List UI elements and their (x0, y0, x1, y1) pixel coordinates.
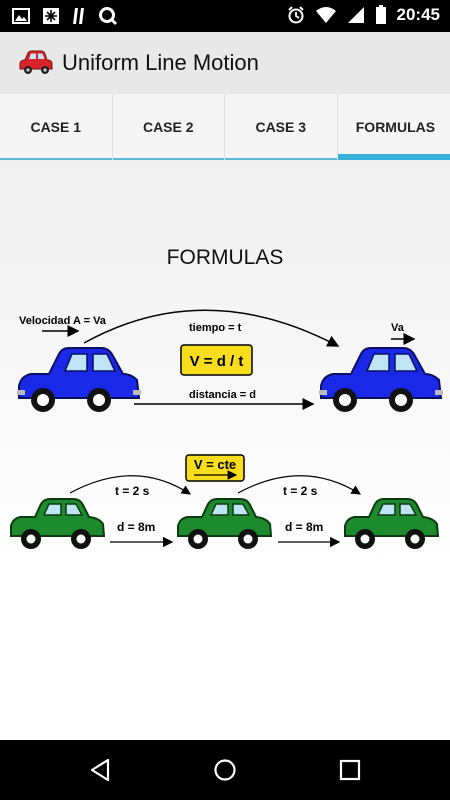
time-arc (83, 309, 340, 347)
distancia-label: distancia = d (189, 389, 256, 401)
v-cte-text: V = cte (194, 457, 236, 472)
tab-case-3[interactable]: CASE 3 (225, 94, 338, 160)
image-icon (12, 8, 30, 24)
wifi-icon (315, 7, 336, 23)
time-arc-1 (69, 475, 192, 495)
tab-label: CASE 3 (255, 119, 307, 135)
home-icon[interactable] (213, 758, 237, 782)
blue-car-end (318, 347, 444, 413)
velocity-a-label: Velocidad A = Va (19, 315, 107, 327)
tab-label: FORMULAS (355, 118, 436, 135)
formula-text: V = d / t (190, 353, 244, 370)
green-car-2 (177, 498, 272, 550)
tiempo-label: tiempo = t (189, 322, 242, 334)
app-icon (73, 8, 84, 24)
time-arc-2 (237, 475, 362, 495)
app-title: Uniform Line Motion (62, 50, 259, 75)
time-label-1: t = 2 s (115, 484, 150, 498)
tab-indicator-active (337, 154, 450, 160)
app-bar: Uniform Line Motion (0, 32, 450, 94)
status-bar: 20:45 (0, 0, 450, 32)
tab-label: CASE 1 (30, 119, 82, 135)
page-title: FORMULAS (166, 246, 284, 269)
distance-label-2: d = 8m (285, 520, 323, 534)
settings-icon (43, 8, 59, 24)
tab-case-1[interactable]: CASE 1 (0, 94, 113, 160)
green-car-1 (10, 498, 105, 550)
signal-icon (347, 7, 364, 23)
search-icon (99, 7, 118, 26)
tab-case-2[interactable]: CASE 2 (112, 94, 225, 160)
formulas-panel: FORMULAS Velocidad A = Va (0, 160, 450, 740)
blue-car-start (16, 347, 142, 413)
time-label-2: t = 2 s (283, 484, 318, 498)
tab-indicator (0, 158, 112, 160)
alarm-icon (287, 6, 304, 24)
distance-label-1: d = 8m (117, 520, 155, 534)
formulas-diagram: Velocidad A = Va tiempo = t Va V = d / t… (10, 309, 444, 550)
tab-bar: CASE 1 CASE 2 CASE 3 FORMULAS (0, 94, 450, 160)
tab-indicator (112, 158, 224, 160)
va-label: Va (391, 322, 405, 334)
status-time: 20:45 (396, 5, 440, 24)
tab-formulas[interactable]: FORMULAS (337, 94, 450, 160)
tab-indicator (225, 158, 337, 160)
car-icon (19, 50, 53, 74)
formula-box (180, 344, 253, 376)
navigation-bar (0, 740, 450, 800)
recents-icon[interactable] (339, 759, 361, 781)
battery-icon (375, 5, 386, 24)
tab-label: CASE 2 (142, 119, 194, 135)
green-car-3 (344, 498, 439, 550)
back-icon[interactable] (88, 758, 112, 782)
